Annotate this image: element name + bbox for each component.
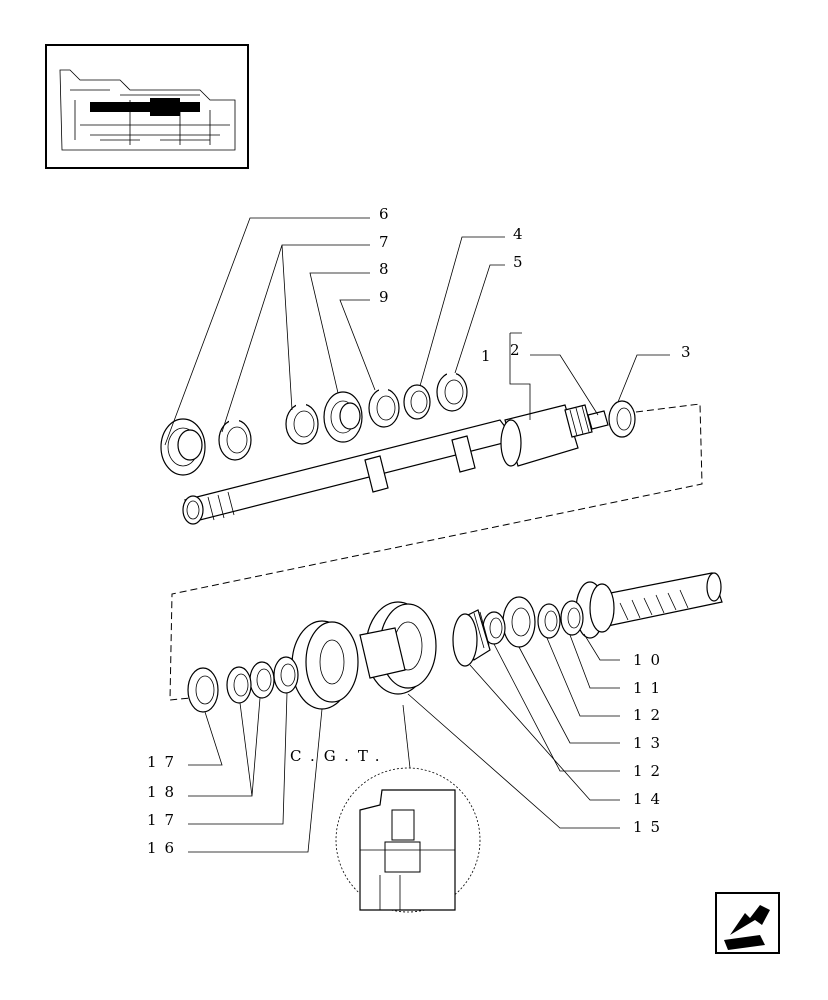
bushing-17a	[187, 667, 219, 713]
gear-14	[452, 609, 491, 667]
snap-ring-7b	[285, 401, 319, 445]
washer-3	[608, 400, 636, 438]
callout-15: 15	[633, 818, 668, 836]
callout-17b: 17	[147, 811, 182, 829]
bearing-8	[323, 391, 363, 443]
upper-leader-lines	[164, 217, 670, 446]
detail-section	[335, 704, 481, 913]
gear-15	[359, 601, 437, 695]
output-shaft	[575, 572, 723, 639]
bushing-17b	[273, 656, 299, 694]
group-link-line	[169, 403, 703, 701]
snap-ring-7a	[218, 415, 252, 461]
callout-12a: 12	[633, 706, 668, 724]
bearing-13	[502, 596, 536, 648]
callout-14: 14	[633, 790, 668, 808]
snap-rings-18	[226, 661, 275, 704]
ring-11	[560, 600, 584, 636]
location-thumbnail-icon[interactable]	[45, 44, 249, 169]
bearing-6	[160, 418, 206, 476]
callout-16: 16	[147, 839, 182, 857]
callout-7: 7	[379, 233, 397, 251]
callout-12b: 12	[633, 762, 668, 780]
callout-1: 1	[481, 347, 499, 365]
callout-13: 13	[633, 734, 668, 752]
callout-5: 5	[513, 253, 531, 271]
snap-ring-9	[368, 386, 400, 428]
cgt-note: C.G.T.	[290, 747, 389, 765]
gear-16	[291, 620, 359, 710]
callout-10: 10	[633, 651, 668, 669]
callout-3: 3	[681, 343, 699, 361]
main-shaft	[182, 404, 609, 525]
callout-8: 8	[379, 260, 397, 278]
callout-11: 11	[633, 679, 668, 697]
callout-4: 4	[513, 225, 531, 243]
callout-9: 9	[379, 288, 397, 306]
ring-12a	[537, 603, 561, 639]
lower-leader-lines	[188, 633, 620, 853]
callout-2: 2	[510, 341, 528, 359]
callout-6: 6	[379, 205, 397, 223]
next-page-arrow-icon[interactable]	[715, 892, 780, 954]
ring-4	[403, 384, 431, 420]
callout-17a: 17	[147, 753, 182, 771]
snap-ring-5	[436, 370, 468, 412]
callout-18: 18	[147, 783, 182, 801]
